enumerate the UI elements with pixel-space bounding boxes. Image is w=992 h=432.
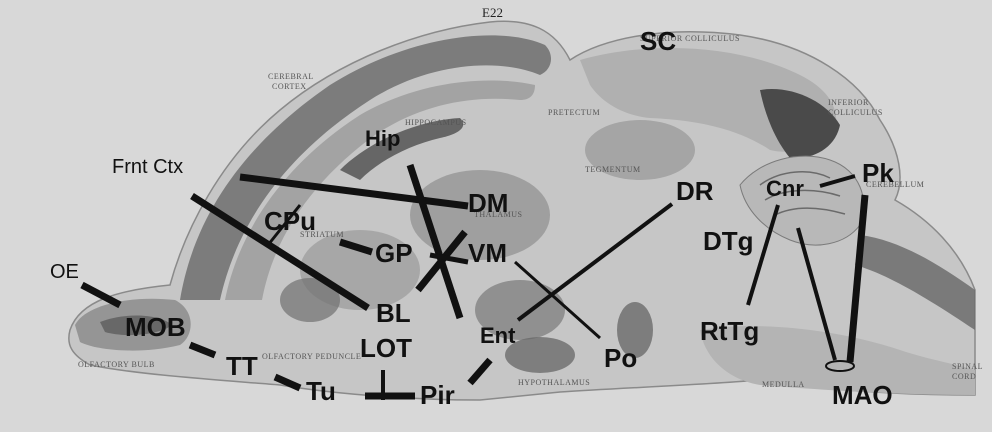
- atlas-label-pretectum: PRETECTUM: [548, 108, 600, 117]
- atlas-label-hypothalamus: HYPOTHALAMUS: [518, 378, 590, 387]
- label-tu: Tu: [306, 378, 336, 404]
- atlas-label-cord: CORD: [952, 372, 976, 381]
- label-mao: MAO: [832, 382, 893, 408]
- label-dtg: DTg: [703, 228, 754, 254]
- label-po: Po: [604, 345, 637, 371]
- label-dm: DM: [468, 190, 508, 216]
- atlas-label-olfactory-peduncle: OLFACTORY PEDUNCLE: [262, 352, 361, 361]
- label-hip: Hip: [365, 128, 400, 150]
- ventral-dark-spot: [505, 337, 575, 373]
- label-tt: TT: [226, 353, 258, 379]
- atlas-label-olfactory-bulb: OLFACTORY BULB: [78, 360, 155, 369]
- label-sc: SC: [640, 28, 676, 54]
- label-cpu: CPu: [264, 208, 316, 234]
- label-ent: Ent: [480, 325, 515, 347]
- atlas-label-inferior: INFERIOR: [828, 98, 869, 107]
- atlas-label-medulla: MEDULLA: [762, 380, 805, 389]
- label-vm: VM: [468, 240, 507, 266]
- atlas-label-tegmentum: TEGMENTUM: [585, 165, 641, 174]
- atlas-label-hippocampus: HIPPOCAMPUS: [405, 118, 467, 127]
- label-pk: Pk: [862, 160, 894, 186]
- atlas-label-spinal: SPINAL: [952, 362, 983, 371]
- label-cnr: Cnr: [766, 178, 804, 200]
- atlas-label-cerebral: CEREBRAL: [268, 72, 314, 81]
- label-oe: OE: [50, 262, 79, 282]
- label-rttg: RtTg: [700, 318, 759, 344]
- atlas-label-cortex: CORTEX: [272, 82, 307, 91]
- label-bl: BL: [376, 300, 411, 326]
- label-lot: LOT: [360, 335, 412, 361]
- label-pir: Pir: [420, 382, 455, 408]
- label-gp: GP: [375, 240, 413, 266]
- label-dr: DR: [676, 178, 714, 204]
- figure-label: E22: [482, 5, 503, 21]
- atlas-label-colliculus: COLLICULUS: [828, 108, 883, 117]
- label-mob: MOB: [125, 314, 186, 340]
- label-frnt-ctx: Frnt Ctx: [112, 157, 183, 177]
